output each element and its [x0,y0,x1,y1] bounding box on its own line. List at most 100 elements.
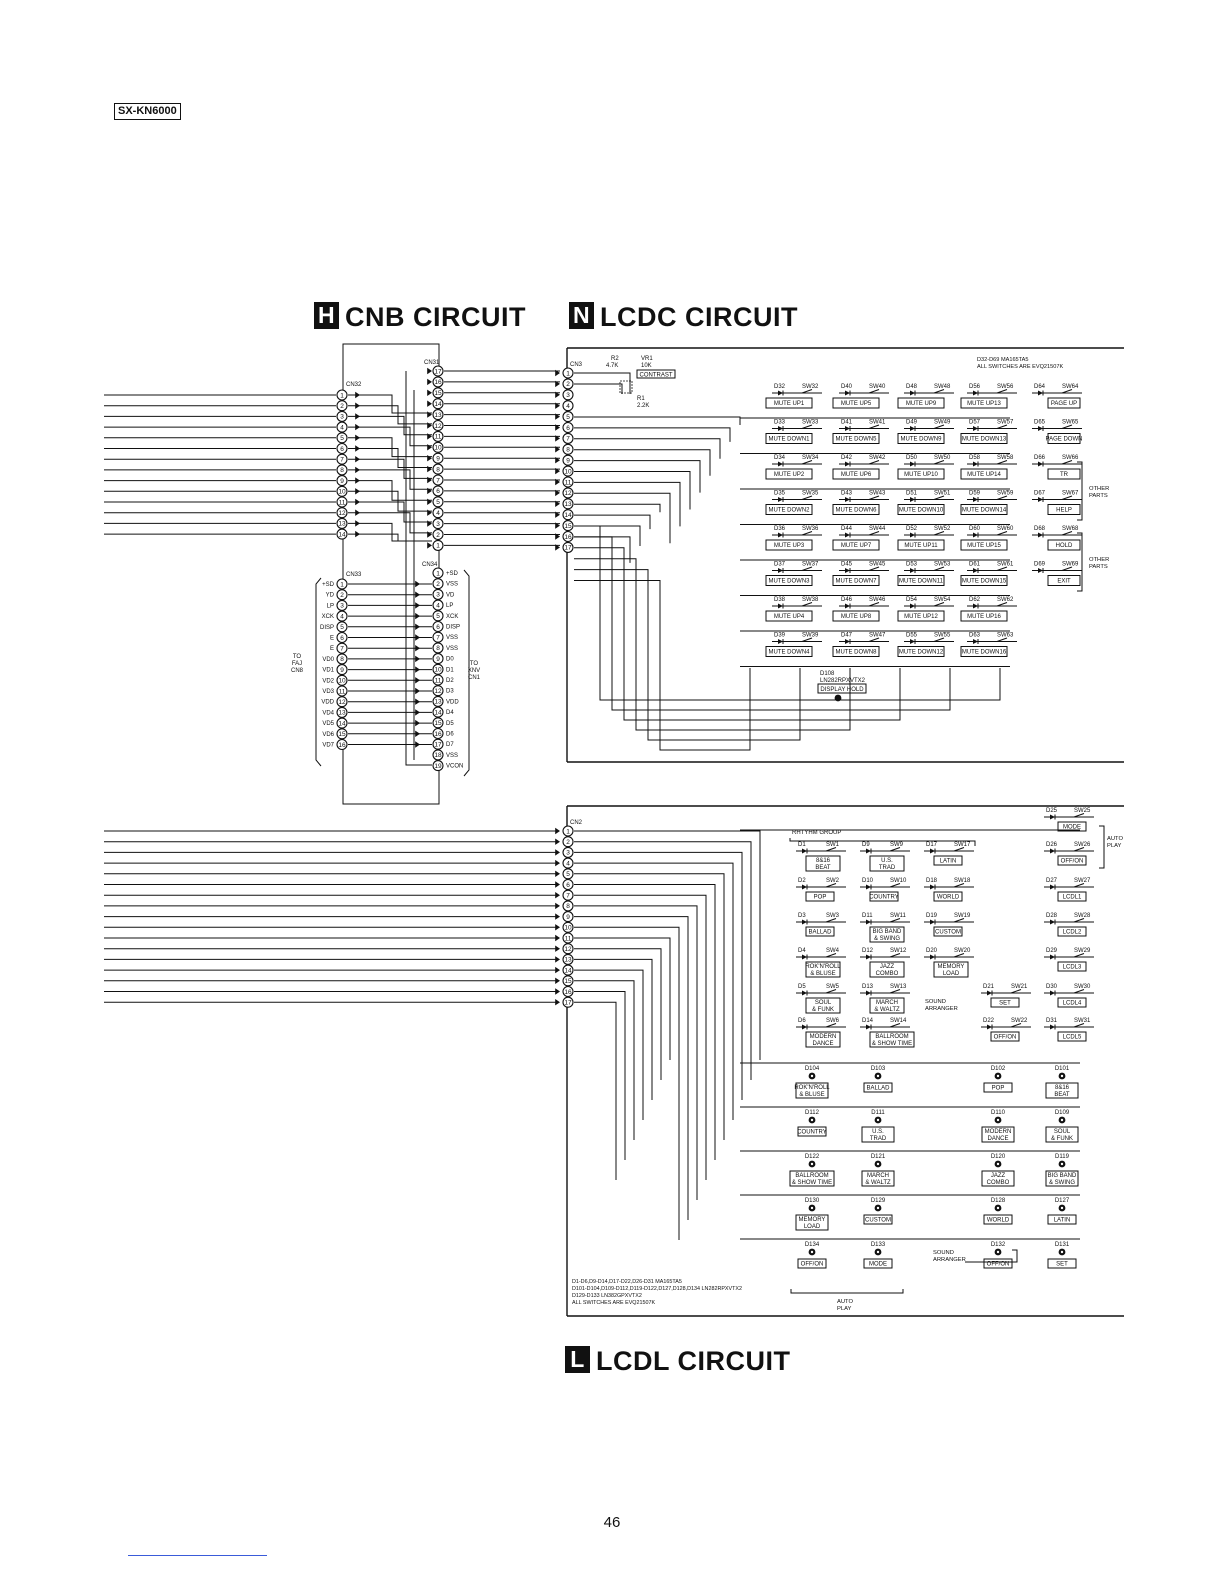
cn34-pin-label: D0 [446,657,454,663]
pin-number: 9 [340,667,344,674]
sound-arranger-label: ARRANGER [933,1257,966,1263]
pin-number: 11 [339,688,346,695]
switch-contact [1010,989,1022,994]
cn3-pin [562,541,574,553]
diode-symbol [1038,461,1043,467]
footer-link-line [128,1555,267,1556]
cn33-pin-label: DISP [320,625,334,631]
arrow [427,455,432,462]
switch-label: 8&16 [1055,1085,1070,1091]
diode-label: D32 [774,384,786,390]
cn32-pin [336,400,348,412]
cn33-pin [336,610,348,622]
diode-symbol [973,426,978,431]
switch-label: & SHOW TIME [872,1041,912,1047]
pin-number: 11 [339,499,346,506]
diode-label: D55 [906,633,918,639]
switch-label-box [805,891,835,902]
cn34-pin [432,631,444,643]
cn32-pin [336,410,348,422]
pin-number: 12 [564,490,572,497]
diode-symbol [845,568,850,573]
pin-number: 8 [566,903,570,910]
switch-contact [933,531,945,536]
led-core [996,1074,1000,1078]
switch-contact [953,953,965,958]
cn32-pin [336,464,348,476]
diode-symbol [1050,884,1055,890]
diode-symbol [866,884,871,890]
pin-number: 12 [434,688,442,695]
cn3-pin [562,465,574,477]
pin-number: 5 [566,414,570,421]
lcdl-title-text: LCDL CIRCUIT [596,1346,791,1376]
switch-number-label: SW37 [802,562,819,568]
diode-label: D35 [774,491,786,497]
switch-label-box [1047,575,1081,586]
arrow [555,956,560,963]
diode-symbol [1038,497,1043,502]
switch-label: LCDL5 [1063,1035,1082,1041]
diode-symbol [778,639,783,644]
arrow [555,435,560,442]
switch-label: MEMORY [938,964,965,970]
pin-number: 13 [338,710,346,717]
switch-number-label: SW47 [869,633,886,639]
cn33-pin-label: E [330,646,334,652]
arrow [415,709,420,716]
switch-label: & BLUSE [810,971,835,977]
arrow [555,934,560,942]
diode-symbol [973,639,978,644]
switch-number-label: SW26 [1074,842,1091,848]
arrow [555,500,560,507]
switch-label: & FUNK [1051,1136,1073,1142]
arrow [555,380,560,388]
arrow [555,870,560,877]
diode-label: D49 [906,420,918,426]
cn34-pin-label: D4 [446,710,454,716]
switch-label: TRAD [879,865,896,871]
switch-label-box [832,504,880,515]
diode-symbol [1050,848,1055,854]
cn34-label: CN34 [422,562,438,568]
switch-number-label: SW12 [890,948,907,954]
pin-number: 2 [566,381,570,388]
switch-label: PAGE DOWN [1046,437,1083,443]
diode-symbol [802,954,807,960]
auto-play-label: AUTO [1107,836,1123,842]
switch-label-box [897,610,945,622]
diode-symbol [910,639,915,644]
diode-label: D14 [862,1018,874,1024]
switch-contact [933,602,945,607]
switch-contact [868,389,880,394]
cn2-pin [562,911,574,923]
vr1-symbol [619,380,633,394]
switch-label-box [1057,855,1087,866]
switch-label: MUTE UP11 [904,543,938,549]
pin-number: 17 [434,368,442,375]
diode-symbol [973,390,978,396]
switch-contact [889,953,901,958]
diode-symbol [845,532,850,538]
arrow [555,902,560,910]
display-hold-label: DISPLAY HOLD [820,687,864,693]
cn34-pin [432,588,444,600]
led-label: D112 [805,1110,820,1116]
switch-label: EXIT [1057,579,1071,585]
switch-label: U.S. [881,858,893,864]
switch-number-label: SW54 [934,597,951,603]
diode-symbol [1050,919,1055,925]
arrow [355,520,360,527]
diode-symbol [866,954,871,960]
pin-number: 5 [436,613,440,620]
pin-number: 16 [564,534,572,541]
led-core [876,1206,880,1210]
cn33-pin [336,685,348,697]
diode-symbol [1038,390,1043,396]
arrow [427,444,432,451]
pin-number: 6 [566,425,570,432]
contrast-wire [574,383,623,394]
cn2-pin [562,964,574,976]
lcdl-column-wire [574,916,689,1220]
